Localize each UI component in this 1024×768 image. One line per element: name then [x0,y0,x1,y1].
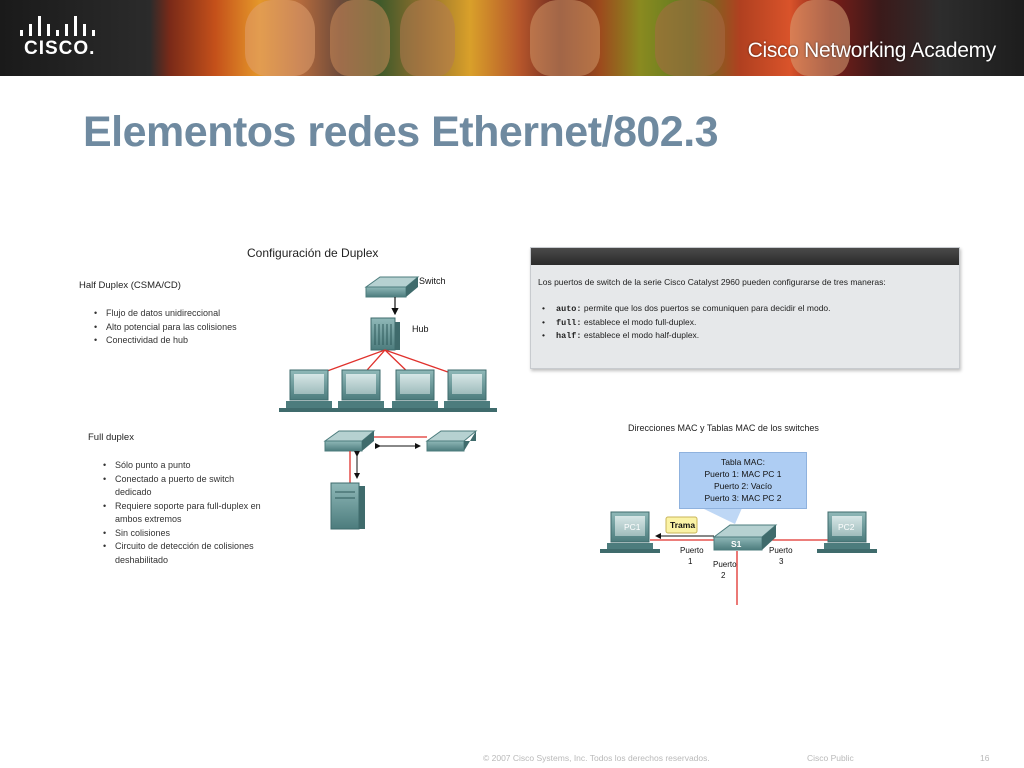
table-callout-pointer [702,508,742,524]
footer-classification: Cisco Public [807,753,854,763]
photo-face [790,0,850,76]
mac-table-line: Puerto 1: MAC PC 1 [704,469,782,479]
list-item: half: establece el modo half-duplex. [538,329,831,343]
pc1-icon [600,511,660,553]
hub-label: Hub [412,324,429,334]
mode-keyword: half: [556,331,582,341]
cisco-logo[interactable]: CISCO. [20,14,100,64]
switch-device [323,430,376,452]
full-duplex-list: Sólo punto a punto Conectado a puerto de… [103,459,263,567]
frame-box [665,516,698,534]
list-item: Sin colisiones [103,527,263,541]
switch-label: Switch [419,276,446,286]
mac-table-line: Puerto 3: MAC PC 2 [704,493,782,503]
mode-keyword: auto: [556,304,582,314]
mac-table-callout: Tabla MAC: Puerto 1: MAC PC 1 Puerto 2: … [679,452,807,509]
pc-icon [279,369,339,412]
list-item: full: establece el modo full-duplex. [538,316,831,330]
frame-label: Trama [670,520,695,530]
footer-copyright: © 2007 Cisco Systems, Inc. Todos los der… [483,753,710,763]
hub-links [307,349,466,379]
mac-table-line: Tabla MAC: [721,457,765,467]
header-banner: CISCO. Cisco Networking Academy [0,0,1024,76]
logo-wordmark: CISCO. [24,38,96,59]
port1-label: Puerto [680,546,704,555]
photo-face [655,0,725,76]
mode-keyword: full: [556,317,582,328]
port3-label: Puerto [769,546,793,555]
list-item: Sólo punto a punto [103,459,263,473]
port3-number: 3 [779,557,784,566]
list-item: Flujo de datos unidireccional [94,307,264,321]
mode-description: establece el modo full-duplex. [581,316,697,327]
pc-icon [331,369,391,412]
full-duplex-heading: Full duplex [88,432,134,443]
page-title: Elementos redes Ethernet/802.3 [83,108,719,156]
pc1-label: PC1 [624,522,641,532]
mac-figure-title: Direcciones MAC y Tablas MAC de los swit… [628,423,819,433]
pc2-icon [817,511,877,553]
duplex-modes-list: auto: permite que los dos puertos se com… [538,302,831,343]
port1-number: 1 [688,557,693,566]
pc2-label: PC2 [838,522,855,532]
page-number: 16 [980,753,990,763]
photo-face [530,0,600,76]
list-item: Circuito de detección de colisiones desh… [103,540,263,567]
mode-description: permite que los dos puertos se comunique… [581,303,831,313]
figure-title: Configuración de Duplex [247,246,379,260]
photo-face [245,0,315,76]
mac-table-line: Puerto 2: Vacío [714,481,772,491]
panel-intro: Los puertos de switch de la serie Cisco … [538,277,886,287]
pc-icon [385,369,445,412]
port2-label: Puerto [713,560,737,569]
pc-icon [437,369,497,412]
duplex-modes-panel: Los puertos de switch de la serie Cisco … [530,247,960,369]
switch-device [364,276,420,298]
list-item: Alto potencial para las colisiones [94,321,264,335]
list-item: Conectado a puerto de switch dedicado [103,473,263,500]
panel-header-bar [531,248,959,265]
switch-s1 [712,524,778,551]
half-duplex-heading: Half Duplex (CSMA/CD) [79,280,181,291]
cisco-bridge-icon [20,14,95,36]
hub-device [370,317,400,351]
list-item: Requiere soporte para full-duplex en amb… [103,500,263,527]
photo-face [330,0,390,76]
s1-label: S1 [731,539,742,549]
server-icon [330,482,365,530]
port2-number: 2 [721,571,726,580]
switch-device [425,430,478,452]
academy-brand: Cisco Networking Academy [747,39,997,62]
half-duplex-list: Flujo de datos unidireccional Alto poten… [94,307,264,348]
list-item: Conectividad de hub [94,334,264,348]
photo-face [400,0,455,76]
mode-description: establece el modo half-duplex. [581,330,700,340]
list-item: auto: permite que los dos puertos se com… [538,302,831,316]
